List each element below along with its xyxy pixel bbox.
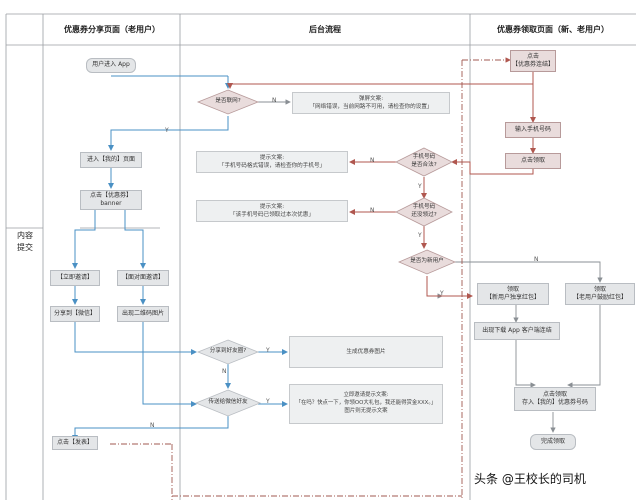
download-app-node: 出现下载 App 客户端连结 <box>474 322 560 340</box>
edge-label-y: Y <box>418 183 422 190</box>
phone-format-note: 提示文案: 「手机号码格式错误，请检查你的手机号」 <box>196 151 348 173</box>
face-to-face-node: 【面对面邀请】 <box>117 270 169 286</box>
input-phone-node: 输入手机号码 <box>505 122 561 138</box>
decision-is-online-text: 是否联网? <box>215 98 241 105</box>
decision-phone-valid-text: 手机号码 是否合法? <box>411 154 437 168</box>
network-error-note: 弹屏文案: 「网络错误，当前网路不可用，请检查你的设置」 <box>292 92 450 114</box>
show-qr-node: 出现二维码图片 <box>117 306 169 322</box>
decision-is-new-user <box>397 249 457 275</box>
share-wechat-node: 分享到【微信】 <box>50 306 100 322</box>
decision-is-online <box>196 89 260 115</box>
save-coupon-node: 点击领取 存入【我的】优惠券号码 <box>514 387 596 411</box>
edge-label-y: Y <box>266 398 270 405</box>
decision-send-to-friend <box>194 389 262 417</box>
watermark: 头条 @王校长的司机 <box>474 472 586 486</box>
edge-label-n: N <box>150 422 155 429</box>
side-label-content-submit: 内容 提交 <box>17 231 33 252</box>
new-user-coupon-node: 领取 【新用户独享红包】 <box>477 283 549 305</box>
invite-now-node: 【立即邀请】 <box>50 270 100 286</box>
phone-used-note: 提示文案: 「该手机号码已领取过本次优惠」 <box>196 200 348 222</box>
decision-share-success <box>196 339 260 365</box>
decision-share-success-text: 分享到好友圈? <box>209 348 247 355</box>
lane-header-share: 优惠券分享页面（老用户） <box>64 25 160 34</box>
decision-phone-claimed-text: 手机号码 还没领过? <box>411 204 437 218</box>
decision-phone-claimed <box>395 197 453 227</box>
edge-label-y: Y <box>266 347 270 354</box>
decision-send-to-friend-text: 传送给微信好友 <box>208 399 248 406</box>
edge-label-y: Y <box>440 290 444 297</box>
edge-label-n: N <box>272 97 277 104</box>
edge-label-y: Y <box>165 127 169 134</box>
click-claim-node: 点击领取 <box>505 153 561 169</box>
edge-label-n: N <box>370 207 375 214</box>
enter-my-page-node: 进入【我的】页面 <box>80 152 142 168</box>
edge-label-n: N <box>222 368 227 375</box>
edge-label-y: Y <box>418 232 422 239</box>
decision-is-new-user-text: 是否为新用户 <box>410 258 444 265</box>
done-node: 完成领取 <box>530 434 576 450</box>
old-user-coupon-node: 领取 【老用户鼓励红包】 <box>565 283 635 305</box>
lane-header-backend: 后台流程 <box>309 25 341 34</box>
edge-label-n: N <box>370 157 375 164</box>
decision-phone-valid <box>395 147 453 177</box>
click-coupon-banner-node: 点击【优惠券】 banner <box>80 190 142 210</box>
click-publish-node: 点击【发表】 <box>52 436 98 450</box>
enter-app-node: 用户进入 App <box>86 58 136 73</box>
edge-label-n: N <box>534 256 539 263</box>
lane-header-claim: 优惠券领取页面（新、老用户） <box>497 25 609 34</box>
invite-text-note: 立即邀请提示文案: 「在吗？快点一下，你领OO大礼包，我还能得赏金XXX。」 图… <box>289 384 443 424</box>
click-coupon-link-node: 点击 【优惠券连结】 <box>510 50 556 72</box>
gen-coupon-image-note: 生成优惠券图片 <box>289 336 443 368</box>
